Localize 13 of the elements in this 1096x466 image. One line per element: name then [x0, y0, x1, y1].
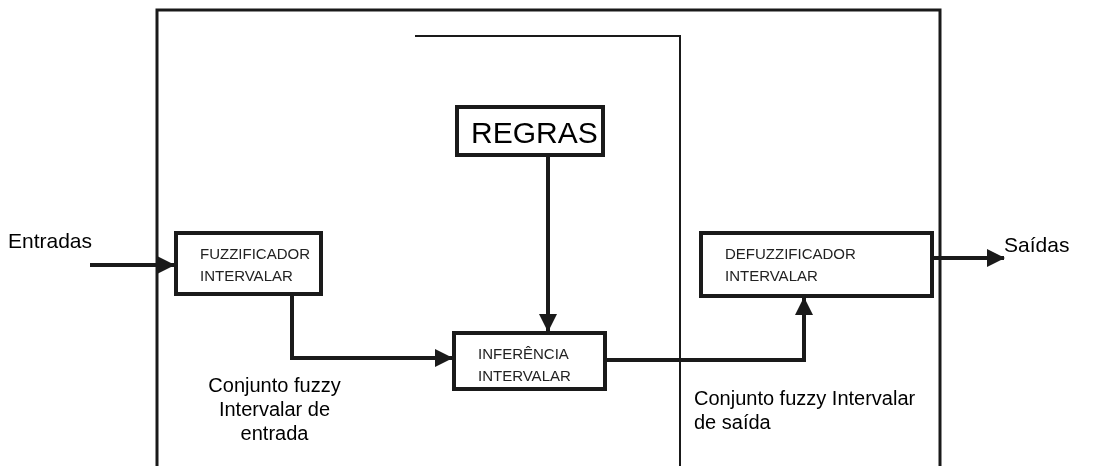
input-label: Entradas	[8, 228, 120, 265]
arrow	[290, 296, 453, 367]
arrow	[934, 249, 1005, 267]
arrow	[88, 256, 175, 274]
rules-box: REGRAS	[455, 105, 605, 157]
defuzzifier-box: DEFUZZIFICADOR INTERVALAR	[699, 231, 934, 298]
output-label: Saídas	[1004, 232, 1094, 262]
fuzzifier-box: FUZZIFICADOR INTERVALAR	[174, 231, 323, 296]
annotation-text: Conjunto fuzzy Intervalar de saída	[694, 386, 917, 434]
inference-box: INFERÊNCIA INTERVALAR	[452, 331, 607, 391]
arrow	[607, 297, 813, 362]
annotation-text: Conjunto fuzzy Intervalar de entrada	[207, 373, 342, 445]
arrow	[539, 157, 557, 332]
